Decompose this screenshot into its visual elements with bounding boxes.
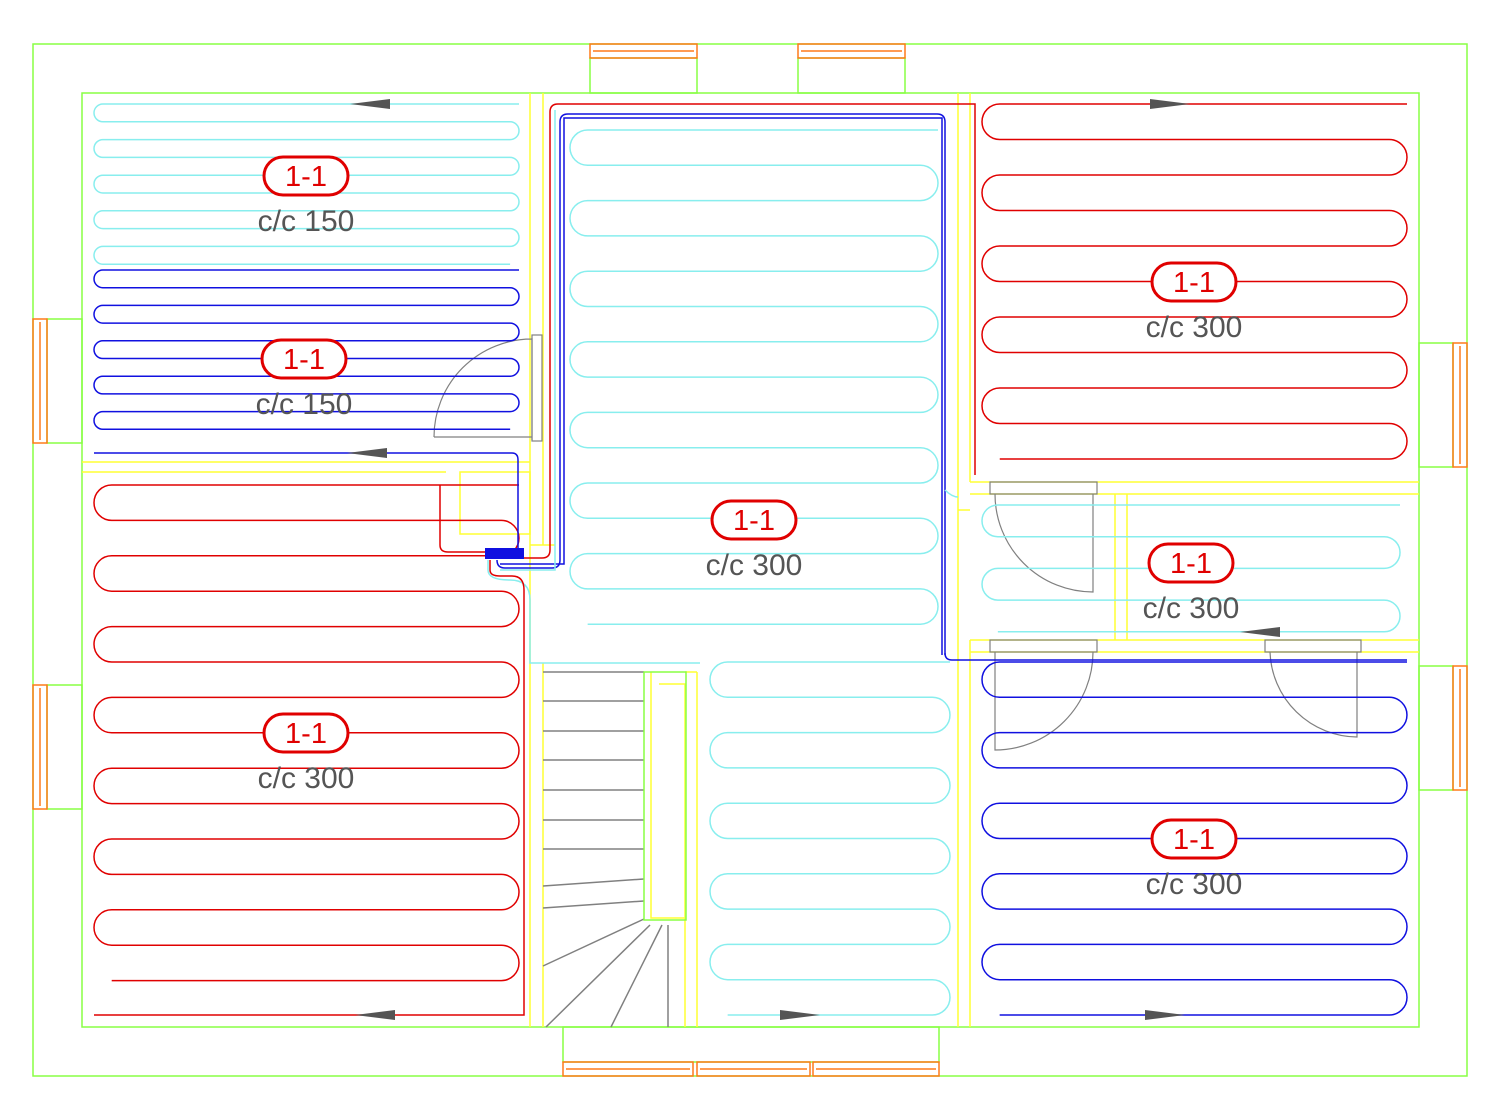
doors (433, 334, 1362, 751)
window-opening (1418, 665, 1454, 791)
heating-loop-center (569, 129, 939, 625)
window (812, 1061, 940, 1077)
flow-arrow-icon (355, 1010, 395, 1020)
circuit-label: 1-1 (1173, 267, 1215, 299)
flow-arrow-icon (347, 448, 387, 458)
window-opening (562, 1026, 940, 1063)
circuit-label: 1-1 (1173, 824, 1215, 856)
manifold (485, 548, 524, 559)
circuit-label: 1-1 (733, 505, 775, 537)
circuit-tag (1150, 818, 1238, 860)
window-opening (46, 318, 83, 444)
pipe-spacing-label: c/c 300 (1146, 311, 1243, 344)
window (32, 318, 48, 444)
flow-arrow-icon (1145, 1010, 1185, 1020)
circuit-label: 1-1 (285, 161, 327, 193)
heating-loop-top-left (93, 103, 520, 265)
supply-lines (94, 103, 1407, 1016)
interior-walls (82, 93, 1419, 1027)
circuit-tag (262, 712, 350, 754)
pipe-spacing-label: c/c 300 (258, 762, 355, 795)
zone-labels: 1-1 c/c 150 1-1 c/c 150 1-1 c/c 300 1-1 c/c 300… (256, 155, 1243, 901)
circuit-tag (1150, 261, 1238, 303)
flow-arrow-icon (350, 99, 390, 109)
pipe-spacing-label: c/c 300 (706, 549, 803, 582)
window (32, 684, 48, 810)
circuit-tag (260, 338, 348, 380)
flow-arrow-icon (780, 1010, 820, 1020)
window (1452, 342, 1468, 468)
window (562, 1061, 694, 1077)
staircase (542, 671, 687, 1028)
flow-arrows (347, 99, 1280, 1020)
circuit-tag (1147, 542, 1235, 584)
pipe-spacing-label: c/c 150 (256, 388, 353, 421)
pipe-spacing-label: c/c 300 (1143, 592, 1240, 625)
circuit-tag (710, 499, 798, 541)
circuit-tag (262, 155, 350, 197)
window (1452, 665, 1468, 791)
window-opening (46, 684, 83, 810)
window (696, 1061, 811, 1077)
circuit-label: 1-1 (1170, 548, 1212, 580)
circuit-label: 1-1 (285, 718, 327, 750)
pipe-spacing-label: c/c 300 (1146, 868, 1243, 901)
window-opening (589, 57, 698, 94)
flow-arrow-icon (1240, 627, 1280, 637)
heating-loop-center-bottom (709, 661, 951, 1016)
windows (32, 43, 1468, 1077)
window (797, 43, 906, 59)
pipe-spacing-label: c/c 150 (258, 205, 355, 238)
flow-arrow-icon (1150, 99, 1190, 109)
heating-loop-mid-left (93, 269, 520, 431)
window (589, 43, 698, 59)
circuit-label: 1-1 (283, 344, 325, 376)
window-opening (1418, 342, 1454, 468)
window-opening (797, 57, 906, 94)
